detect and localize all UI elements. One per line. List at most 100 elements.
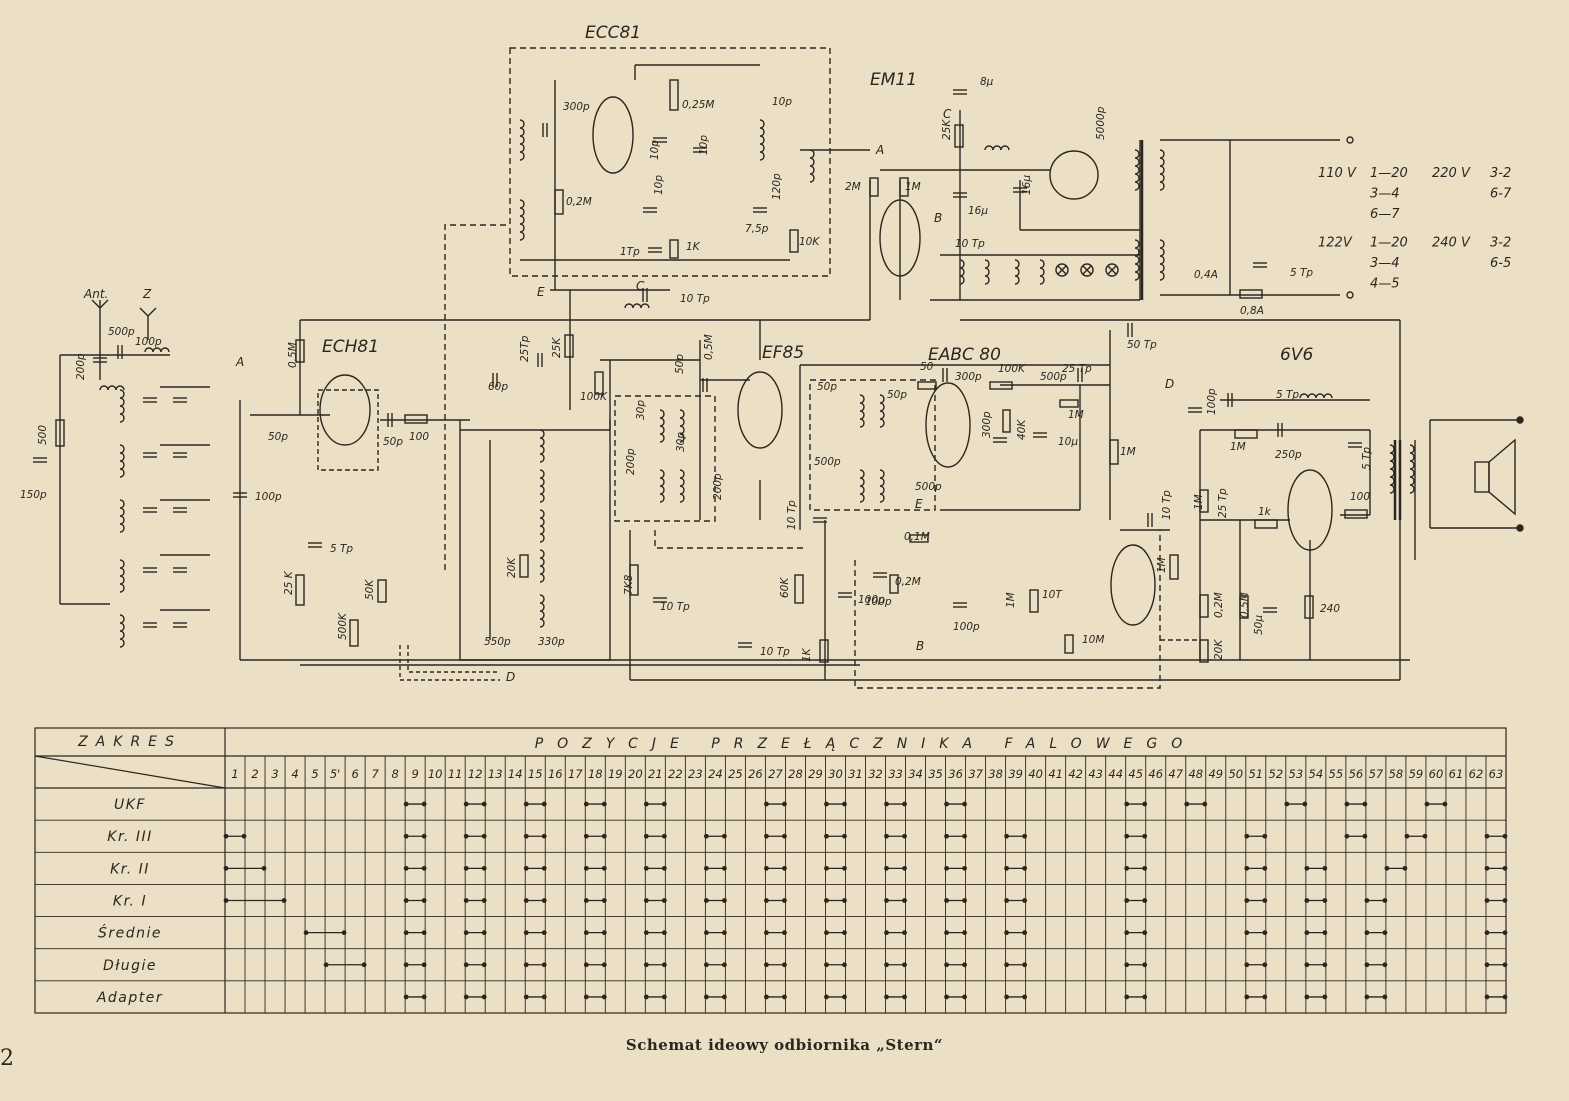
contact-dot xyxy=(1124,930,1130,936)
contact-dot xyxy=(403,994,409,1000)
contact-dot xyxy=(1322,930,1328,936)
tube-label-6v6: 6V6 xyxy=(1280,345,1313,365)
capacitor xyxy=(173,452,187,458)
contact-dot xyxy=(523,930,529,936)
resistor xyxy=(519,554,529,578)
figure-caption: Schemat ideowy odbiornika „Stern“ xyxy=(625,1036,944,1054)
contact-dot xyxy=(824,994,829,1000)
capacitor xyxy=(1277,423,1283,437)
contact-dot xyxy=(403,833,409,839)
position-number: 35 xyxy=(928,767,943,781)
contact-dot xyxy=(463,801,469,807)
position-number: 54 xyxy=(1309,767,1324,781)
coil xyxy=(624,303,650,309)
contact-dot xyxy=(842,865,847,871)
position-number: 42 xyxy=(1068,767,1083,781)
contact-dot xyxy=(884,898,889,903)
resistor xyxy=(899,177,909,197)
contact-dot xyxy=(481,930,487,936)
contact-dot xyxy=(541,801,547,807)
voltage-table-cell: 220 V xyxy=(1432,166,1471,181)
component-label-r-02m-6v6: 0,2M xyxy=(1213,592,1225,618)
contact-dot xyxy=(281,898,287,903)
resistor xyxy=(1344,509,1368,519)
contact-dot xyxy=(1304,962,1310,968)
component-label-c-100p-6v6: 100p xyxy=(1206,388,1218,415)
contact-dot xyxy=(1304,865,1310,871)
resistor xyxy=(989,381,1013,390)
contact-dot xyxy=(643,865,649,871)
contact-dot xyxy=(1502,930,1508,936)
node-label-e2: E xyxy=(915,497,923,511)
contact-dot xyxy=(583,994,589,1000)
component-label-r-10m: 10M xyxy=(1082,634,1104,646)
coil xyxy=(119,499,125,533)
coil xyxy=(1389,444,1395,494)
contact-dot xyxy=(1142,930,1148,936)
coil xyxy=(984,259,990,285)
capacitor xyxy=(1077,368,1083,382)
resistor xyxy=(669,239,679,259)
contact-dot xyxy=(1304,898,1310,903)
component-label-c-60p: 60p xyxy=(488,381,508,393)
contact-dot xyxy=(962,833,967,839)
contact-dot xyxy=(1142,801,1148,807)
coil xyxy=(984,145,1010,151)
component-label-r-100-6v6: 100 xyxy=(1350,491,1370,503)
contact-dot xyxy=(962,898,967,903)
range-label: Kr. II xyxy=(110,861,150,877)
tube-label-ech81: ECH81 xyxy=(322,337,379,357)
capacitor xyxy=(953,602,967,608)
contact-dot xyxy=(824,930,829,936)
contact-dot xyxy=(703,865,709,871)
capacitor xyxy=(702,378,708,392)
capacitor xyxy=(993,437,1007,443)
capacitor xyxy=(942,368,948,382)
component-label-c-50p-ech2: 50p xyxy=(383,436,403,448)
component-label-c-50p-f2: 50p xyxy=(817,381,837,393)
capacitor xyxy=(33,457,47,463)
contact-dot xyxy=(962,801,967,807)
contact-dot xyxy=(962,962,967,968)
coil xyxy=(859,394,865,428)
coil xyxy=(879,394,885,428)
component-label-r-2m: 2M xyxy=(845,181,861,193)
contact-dot xyxy=(1382,898,1388,903)
component-label-c-50p-ech: 50p xyxy=(268,431,288,443)
contact-dot xyxy=(223,898,229,903)
contact-dot xyxy=(782,898,787,903)
contact-dot xyxy=(523,833,529,839)
contact-dot xyxy=(1022,898,1028,903)
position-number: 18 xyxy=(588,767,603,781)
component-label-r-1k-6v6: 1k xyxy=(1258,506,1272,518)
position-number: 56 xyxy=(1349,767,1364,781)
contact-dot xyxy=(223,833,229,839)
contact-dot xyxy=(421,930,427,936)
coil xyxy=(679,409,685,443)
component-label-c-200p-b: 200p xyxy=(712,473,724,500)
voltage-table-cell: 6—7 xyxy=(1370,207,1400,222)
wiring xyxy=(59,47,1524,689)
contact-dot xyxy=(1142,865,1148,871)
contact-dot xyxy=(1502,898,1508,903)
component-label-r-10k: 10K xyxy=(799,236,820,248)
range-label: Średnie xyxy=(98,924,162,942)
contact-dot xyxy=(601,801,607,807)
position-number: 3 xyxy=(271,767,278,781)
capacitor xyxy=(1127,323,1133,337)
component-label-c-10p-c: 10p xyxy=(698,135,710,155)
position-number: 26 xyxy=(748,767,763,781)
contact-dot xyxy=(1124,865,1130,871)
contact-dot xyxy=(721,898,727,903)
component-label-c-300p-eabc: 300p xyxy=(955,371,982,383)
contact-dot xyxy=(884,962,889,968)
capacitor xyxy=(233,492,247,498)
position-number: 51 xyxy=(1248,767,1263,781)
contact-dot xyxy=(842,962,847,968)
contact-dot xyxy=(703,994,709,1000)
capacitor xyxy=(117,345,123,359)
position-number: 24 xyxy=(708,767,723,781)
tube-label-em11: EM11 xyxy=(870,70,917,90)
capacitor xyxy=(738,642,752,648)
contact-dot xyxy=(884,833,889,839)
